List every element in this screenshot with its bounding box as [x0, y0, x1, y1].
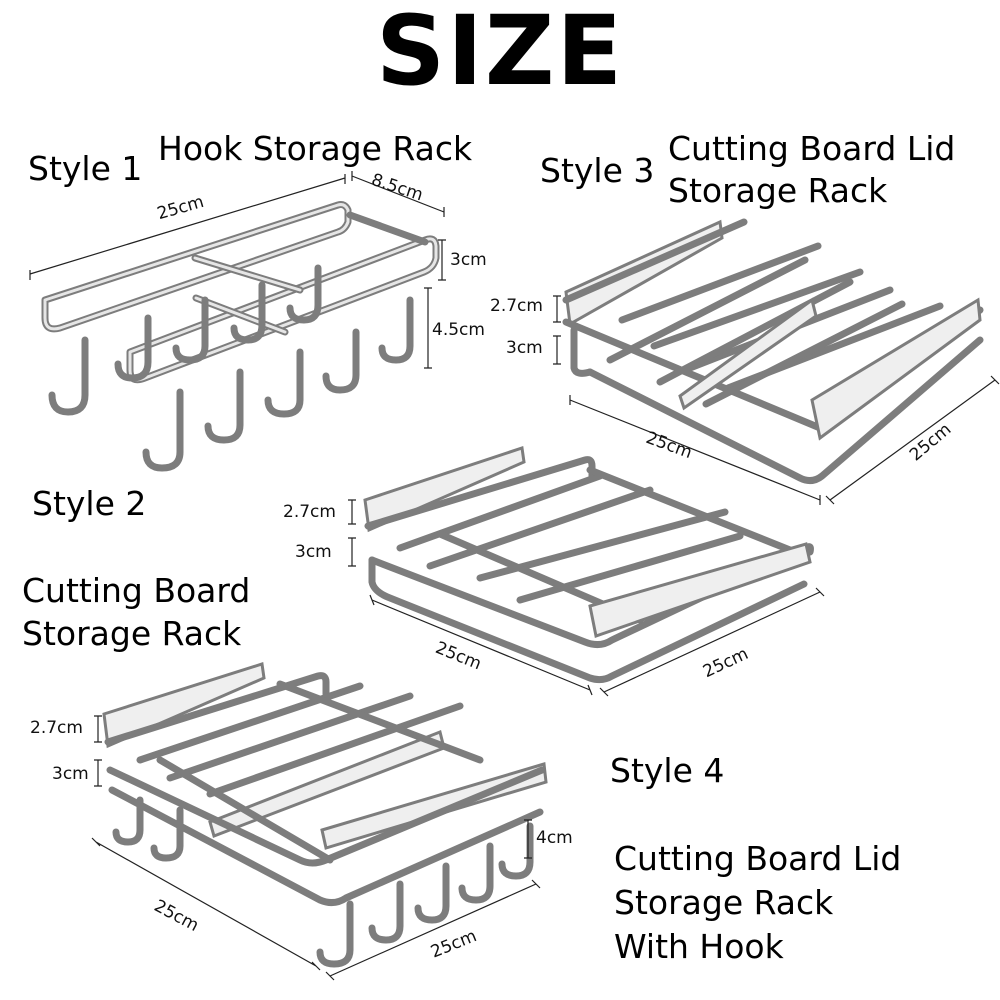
- style2-height-dim: 3cm: [295, 542, 332, 562]
- style4-label: Style 4: [610, 751, 725, 790]
- style2-label: Style 2: [32, 484, 147, 523]
- style4-name-line1: Cutting Board Lid: [614, 839, 902, 878]
- style3-name-line2: Storage Rack: [668, 171, 888, 210]
- page-title: SIZE: [375, 0, 625, 107]
- style3-lid-rack-drawing: [553, 218, 1000, 505]
- style1-label: Style 1: [28, 149, 143, 188]
- style1-hook-rack-drawing: [29, 171, 446, 472]
- style4-name-line2: Storage Rack: [614, 883, 834, 922]
- style1-name: Hook Storage Rack: [158, 129, 473, 168]
- style1-height-dim: 3cm: [450, 250, 487, 270]
- style4-lip-dim: 2.7cm: [30, 718, 83, 738]
- style2-name-line1: Cutting Board: [22, 571, 251, 610]
- style1-hook-dim: 4.5cm: [432, 320, 485, 340]
- style2-board-rack-drawing: [348, 446, 825, 697]
- style3-label: Style 3: [540, 151, 655, 190]
- style2-lip-dim: 2.7cm: [283, 502, 336, 522]
- style3-lip-dim: 2.7cm: [490, 296, 543, 316]
- style2-name-line2: Storage Rack: [22, 614, 242, 653]
- style3-height-dim: 3cm: [506, 338, 543, 358]
- style3-name-line1: Cutting Board Lid: [668, 129, 956, 168]
- style4-hook-dim: 4cm: [536, 828, 573, 848]
- style4-name-line3: With Hook: [614, 927, 784, 966]
- style4-lid-rack-hook-drawing: [91, 662, 548, 981]
- style4-height-dim: 3cm: [52, 764, 89, 784]
